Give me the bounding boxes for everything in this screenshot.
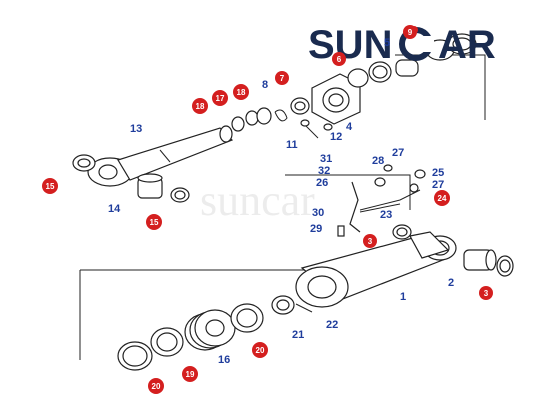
callout-26: 26 bbox=[316, 177, 328, 189]
callout-27-lower: 27 bbox=[432, 179, 444, 191]
callout-2: 2 bbox=[448, 277, 454, 289]
callout-22: 22 bbox=[326, 319, 338, 331]
callout-27-upper: 27 bbox=[392, 147, 404, 159]
callout-31: 31 bbox=[320, 153, 332, 165]
callout-30: 30 bbox=[312, 207, 324, 219]
callout-17: 17 bbox=[212, 90, 228, 106]
callout-5: 5 bbox=[384, 37, 390, 49]
callout-18-lower: 18 bbox=[192, 98, 208, 114]
svg-text:15: 15 bbox=[150, 218, 159, 227]
callout-25: 25 bbox=[432, 167, 444, 179]
blue-callouts: 1 2 4 5 8 11 12 13 14 16 21 22 23 25 26 … bbox=[108, 37, 454, 366]
piston-parts bbox=[117, 295, 313, 371]
callout-13: 13 bbox=[130, 123, 142, 135]
svg-text:15: 15 bbox=[46, 182, 55, 191]
callout-18-upper: 18 bbox=[233, 84, 249, 100]
svg-text:18: 18 bbox=[196, 102, 205, 111]
callout-6: 6 bbox=[332, 52, 346, 66]
callout-19: 19 bbox=[182, 366, 198, 382]
svg-text:3: 3 bbox=[484, 289, 489, 298]
svg-text:3: 3 bbox=[368, 237, 373, 246]
svg-text:19: 19 bbox=[186, 370, 195, 379]
svg-text:18: 18 bbox=[237, 88, 246, 97]
svg-text:7: 7 bbox=[280, 74, 285, 83]
callout-1: 1 bbox=[400, 291, 406, 303]
callout-7: 7 bbox=[275, 71, 289, 85]
callout-3-mid: 3 bbox=[363, 234, 377, 248]
callout-3-right: 3 bbox=[479, 286, 493, 300]
callout-21: 21 bbox=[292, 329, 304, 341]
callout-14: 14 bbox=[108, 203, 121, 215]
callout-32: 32 bbox=[318, 165, 330, 177]
callout-15-left: 15 bbox=[42, 178, 58, 194]
watermark-text: suncar bbox=[200, 176, 315, 225]
svg-text:20: 20 bbox=[152, 382, 161, 391]
red-callouts: 3 3 6 7 9 15 15 17 bbox=[42, 25, 493, 394]
logo-text-left: SUN bbox=[308, 23, 392, 67]
svg-text:20: 20 bbox=[256, 346, 265, 355]
svg-text:17: 17 bbox=[216, 94, 225, 103]
logo-text-right: AR bbox=[438, 23, 496, 67]
cylinder-tube-assembly bbox=[295, 231, 514, 308]
svg-text:6: 6 bbox=[337, 55, 342, 64]
callout-15-right: 15 bbox=[146, 214, 162, 230]
callout-4: 4 bbox=[346, 121, 353, 133]
callout-8: 8 bbox=[262, 79, 268, 91]
callout-9: 9 bbox=[403, 25, 417, 39]
callout-20-left: 20 bbox=[148, 378, 164, 394]
svg-text:9: 9 bbox=[408, 28, 413, 37]
svg-text:24: 24 bbox=[438, 194, 447, 203]
rod-assembly bbox=[72, 33, 477, 203]
callout-12: 12 bbox=[330, 131, 342, 143]
callout-11: 11 bbox=[286, 139, 298, 151]
callout-24: 24 bbox=[434, 190, 450, 206]
callout-28: 28 bbox=[372, 155, 384, 167]
callout-16: 16 bbox=[218, 354, 230, 366]
callout-20-right: 20 bbox=[252, 342, 268, 358]
callout-23: 23 bbox=[380, 209, 392, 221]
callout-29: 29 bbox=[310, 223, 322, 235]
piping-parts bbox=[337, 164, 426, 240]
